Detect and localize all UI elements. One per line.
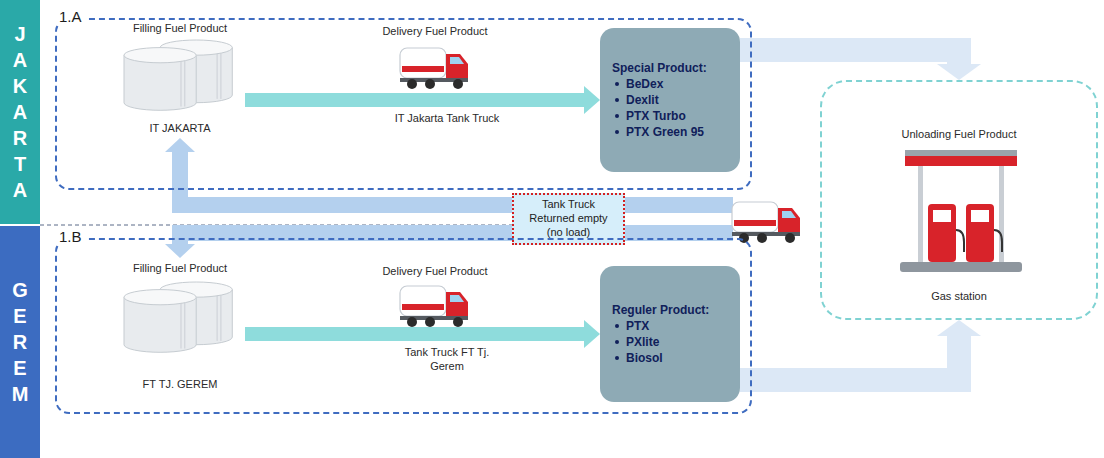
product-name: PTX Green 95 xyxy=(626,124,704,140)
gas-pump xyxy=(900,150,1022,272)
gas-station-area: Unloading Fuel ProductGas station xyxy=(820,80,1098,320)
callout-text: Tank Truck Returned empty (no load) xyxy=(520,198,617,239)
terminal-name: IT JAKARTA xyxy=(149,122,210,134)
return-band xyxy=(625,197,733,213)
flow-band xyxy=(245,93,584,107)
bullet-item: PTX Turbo xyxy=(612,108,728,124)
bullet-item: BeDex xyxy=(612,76,728,92)
flow-arrow xyxy=(165,233,512,258)
canopy-roof xyxy=(905,150,1017,156)
bullet-dot xyxy=(615,340,619,344)
pump xyxy=(928,204,956,262)
canopy-fascia xyxy=(905,156,1017,166)
storage-terminal: Filling Fuel Product IT JAKARTA xyxy=(115,22,245,134)
flow-arrow xyxy=(245,320,600,348)
product-box: Reguler Product:PTXPXliteBiosol xyxy=(600,266,740,402)
arrow-head xyxy=(937,320,981,336)
edge-label: IT Jakarta Tank Truck xyxy=(392,111,502,125)
tank-truck xyxy=(400,48,468,89)
product-name: BeDex xyxy=(626,76,663,92)
bullet-dot xyxy=(615,324,619,328)
flow-band xyxy=(180,152,512,205)
pump-hose xyxy=(956,230,964,252)
product-name: PTX Turbo xyxy=(626,108,686,124)
flow-band xyxy=(245,327,584,341)
product-heading: Reguler Product: xyxy=(612,302,728,318)
bullet-dot xyxy=(615,356,619,360)
bullet-item: PTX Green 95 xyxy=(612,124,728,140)
region-band: JAKARTA xyxy=(0,0,40,224)
bullet-item: Dexlit xyxy=(612,92,728,108)
arrow-head xyxy=(937,64,981,80)
region-box: 1.BFilling Fuel ProductFT TJ. GEREMRegul… xyxy=(55,238,752,414)
pump xyxy=(966,204,994,262)
bullet-dot xyxy=(615,130,619,134)
region-band: GEREM xyxy=(0,226,40,458)
terminal-name: FT TJ. GEREM xyxy=(143,378,218,390)
step-label: Filling Fuel Product xyxy=(133,22,227,34)
product-name: PXlite xyxy=(626,334,659,350)
arrow-head xyxy=(165,138,195,152)
bullet-item: PXlite xyxy=(612,334,728,350)
flow-arrow xyxy=(740,50,981,80)
section-number: 1.B xyxy=(56,228,85,245)
storage-tanks xyxy=(124,282,232,352)
section-number: 1.A xyxy=(56,8,85,25)
flow-arrow xyxy=(740,320,981,380)
step-label: Filling Fuel Product xyxy=(133,262,227,274)
arrow-head xyxy=(584,86,600,114)
product-box: Special Product:BeDexDexlitPTX TurboPTX … xyxy=(600,28,740,172)
pump-screen xyxy=(933,210,951,222)
bullet-item: PTX xyxy=(612,318,728,334)
product-name: Dexlit xyxy=(626,92,659,108)
bullet-item: Biosol xyxy=(612,350,728,366)
bullet-dot xyxy=(615,82,619,86)
flow-band xyxy=(740,50,959,64)
flow-arrow xyxy=(165,138,512,205)
flow-band xyxy=(740,336,959,380)
storage-terminal: Filling Fuel Product FT TJ. GEREM xyxy=(115,262,245,390)
area-title: Unloading Fuel Product xyxy=(822,128,1096,140)
product-heading: Special Product: xyxy=(612,60,728,76)
storage-tanks xyxy=(124,40,232,110)
flow-arrow xyxy=(245,86,600,114)
bullet-dot xyxy=(615,114,619,118)
pump-hose xyxy=(994,230,1002,252)
station-name: Gas station xyxy=(822,290,1096,302)
product-name: Biosol xyxy=(626,350,663,366)
tank-truck xyxy=(732,202,800,243)
product-name: PTX xyxy=(626,318,649,334)
canopy-post xyxy=(918,166,923,262)
region-box: 1.AFilling Fuel ProductIT JAKARTASpecial… xyxy=(55,18,752,190)
edge-label: Tank Truck FT Tj. Gerem xyxy=(392,345,502,374)
arrow-head xyxy=(165,244,195,258)
step-label: Delivery Fuel Product xyxy=(370,24,500,38)
callout-box: Tank Truck Returned empty (no load) xyxy=(512,193,625,245)
pump-island xyxy=(900,262,1022,272)
pump-screen xyxy=(971,210,989,222)
step-label: Delivery Fuel Product xyxy=(370,264,500,278)
tank-truck xyxy=(400,286,468,327)
region-name: JAKARTA xyxy=(10,21,30,203)
arrow-head xyxy=(584,320,600,348)
region-name: GEREM xyxy=(10,277,30,407)
bullet-dot xyxy=(615,98,619,102)
